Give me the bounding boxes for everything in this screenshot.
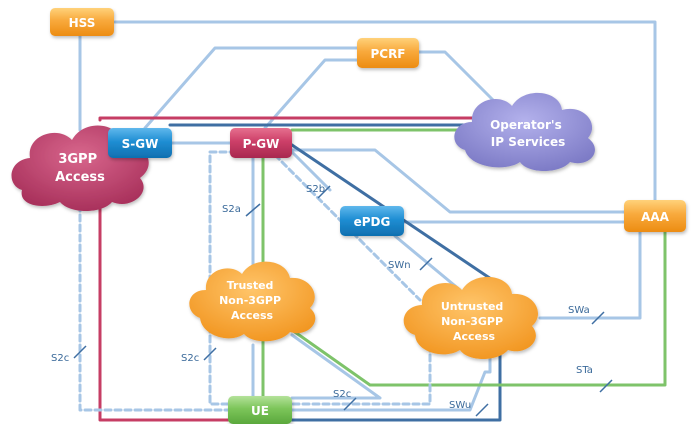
label-s2c-mid: S2c (181, 353, 199, 364)
cloud-trusted-line3: Access (231, 309, 274, 322)
svg-text:Untrusted Non-3GPP: Untrusted Non-3GPP Access (441, 300, 507, 343)
pcrf-pgw-link (263, 58, 372, 130)
3gpp-ue-crimson (98, 178, 232, 422)
node-pgw-label: P-GW (243, 137, 280, 151)
label-swu: SWu (449, 400, 471, 411)
light-blue-links (78, 20, 657, 412)
node-ue-label: UE (251, 404, 269, 418)
cloud-3gpp-line1: 3GPP (58, 152, 97, 167)
tick-s2a (245, 203, 261, 217)
pcrf-operator-link (416, 50, 507, 114)
tick-s2b (317, 185, 331, 199)
tick-s2c-left (73, 345, 87, 359)
tick-swn (419, 257, 433, 271)
label-swn: SWn (388, 260, 411, 271)
node-sgw-label: S-GW (122, 137, 159, 151)
hss-aaa-link (113, 20, 657, 214)
trusted-aaa-green (290, 230, 667, 387)
interface-labels: S2b S2a SWn SWa STa SWu S2c S2c S2c (51, 184, 593, 411)
node-pgw[interactable]: P-GW (230, 128, 292, 158)
node-hss[interactable]: HSS (50, 8, 114, 36)
interface-ticks (73, 185, 613, 417)
cloud-untrusted-line1: Untrusted (441, 300, 503, 313)
cloud-untrusted-non3gpp-access: Untrusted Non-3GPP Access (403, 276, 539, 359)
tick-s2c-mid (203, 347, 217, 361)
node-hss-label: HSS (69, 16, 96, 30)
ue-untrusted-link (290, 353, 502, 422)
tick-swu (475, 403, 489, 417)
label-s2b: S2b (306, 184, 325, 195)
pcrf-sgw-link (143, 46, 359, 130)
trusted-ue-right-link (290, 333, 382, 400)
untrusted-swa-link (538, 228, 642, 320)
node-sgw[interactable]: S-GW (108, 128, 172, 158)
cloud-operator-line2: IP Services (491, 135, 565, 149)
pgw-3gpp-ue-dashed (78, 193, 232, 412)
tick-swa (591, 311, 605, 325)
label-swa: SWa (568, 305, 590, 316)
node-epdg-label: ePDG (354, 215, 391, 229)
cloud-trusted-line1: Trusted (227, 279, 274, 292)
ue-swu-link (290, 343, 492, 412)
node-pcrf-label: PCRF (370, 47, 405, 61)
cloud-operator-line1: Operator's (490, 118, 562, 132)
cloud-untrusted-line3: Access (453, 330, 496, 343)
node-pcrf[interactable]: PCRF (357, 38, 419, 68)
cloud-trusted-line2: Non-3GPP (219, 294, 281, 307)
untrusted-ue-dashed (290, 343, 432, 406)
svg-text:Trusted Non-3GPP A: Trusted Non-3GPP Access (219, 279, 285, 322)
tick-sta (599, 379, 613, 393)
pgw-aaa-link (290, 148, 627, 214)
cloud-operator-ip-services: Operator's IP Services (454, 92, 595, 171)
svg-text:3GPP Access: 3GPP Access (55, 152, 105, 185)
tick-s2c-bottom (343, 397, 357, 411)
crimson-links (98, 116, 494, 422)
node-aaa-label: AAA (641, 210, 670, 224)
svg-text:Operator's IP Services: Operator's IP Services (490, 118, 566, 149)
cloud-untrusted-line2: Non-3GPP (441, 315, 503, 328)
label-s2c-bottom: S2c (333, 389, 351, 400)
node-ue[interactable]: UE (228, 396, 292, 424)
cloud-trusted-non3gpp-access: Trusted Non-3GPP Access (189, 261, 316, 342)
3gpp-operator-crimson (98, 116, 494, 122)
label-s2c-left: S2c (51, 353, 69, 364)
label-sta: STa (576, 365, 593, 376)
node-epdg[interactable]: ePDG (340, 206, 404, 236)
node-aaa[interactable]: AAA (624, 200, 686, 232)
cloud-3gpp-line2: Access (55, 170, 105, 185)
label-s2a: S2a (222, 204, 241, 215)
